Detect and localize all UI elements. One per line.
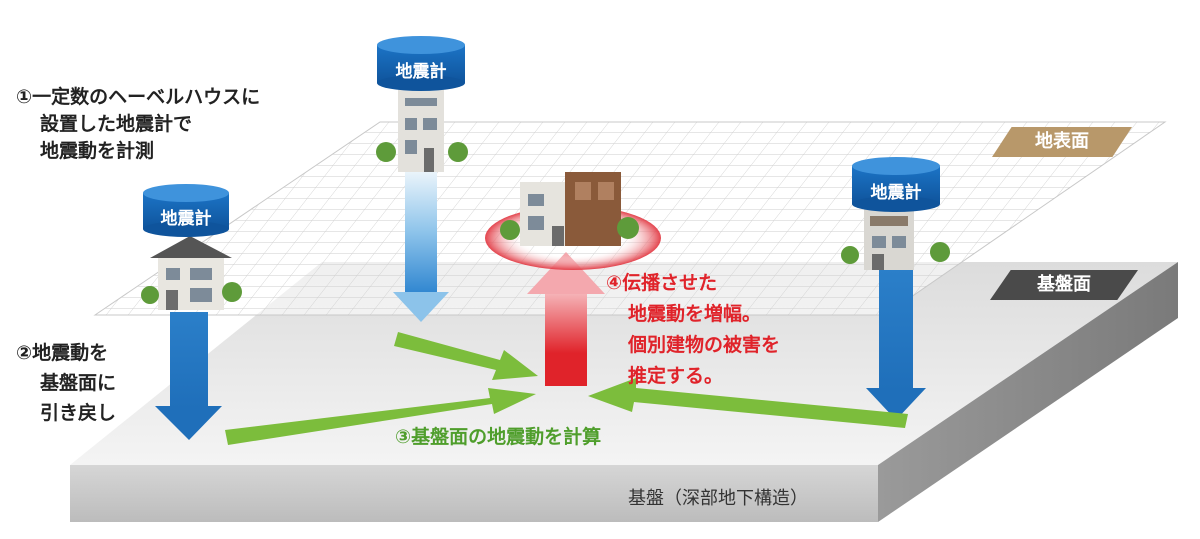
seismometer-label-left: 地震計	[160, 209, 212, 229]
seismometer-cylinder-right	[852, 157, 940, 212]
seismometer-cylinder-center	[377, 36, 465, 91]
blue-arrow-center	[393, 172, 449, 322]
house-target	[500, 172, 639, 246]
base-caption: 基盤（深部地下構造）	[628, 488, 808, 509]
red-amplify-arrow	[527, 252, 605, 386]
surface-tag: 地表面	[992, 127, 1132, 157]
note-step4-line2: 地震動を増幅。	[628, 303, 762, 325]
blue-arrow-left	[155, 312, 222, 440]
note-step4-line3: 個別建物の被害を	[628, 334, 781, 356]
note-step1-line2: 設置した地震計で	[40, 113, 193, 135]
note-step2-line2: 基盤面に	[40, 372, 117, 394]
seismometer-cylinder-left	[143, 184, 229, 237]
seismometer-label-right: 地震計	[870, 183, 922, 203]
note-step4-line1: ④伝播させた	[606, 272, 718, 294]
note-step2-line3: 引き戻し	[40, 402, 117, 424]
green-arrow-right	[588, 378, 908, 428]
house-right	[841, 208, 950, 270]
note-step4-line4: 推定する。	[628, 365, 724, 387]
seismometer-label-center: 地震計	[395, 62, 447, 82]
bedrock-tag: 基盤面	[990, 270, 1138, 300]
note-step3: ③基盤面の地震動を計算	[395, 424, 601, 451]
green-arrow-center	[394, 332, 538, 380]
note-step2: ②地震動を 基盤面に 引き戻し	[16, 338, 116, 428]
note-step1-line3: 地震動を計測	[40, 140, 155, 162]
note-step1: ①一定数のヘーベルハウスに 設置した地震計で 地震動を計測	[16, 84, 260, 165]
house-left	[141, 236, 242, 310]
house-center-top	[376, 88, 468, 172]
note-step3-line1: ③基盤面の地震動を計算	[395, 426, 602, 448]
note-step1-line1: ①一定数のヘーベルハウスに	[16, 86, 261, 108]
green-arrow-left	[225, 388, 536, 445]
note-step2-line1: ②地震動を	[16, 342, 109, 364]
blue-arrow-right	[866, 270, 926, 420]
note-step4: ④伝播させた 地震動を増幅。 個別建物の被害を 推定する。	[606, 268, 780, 392]
